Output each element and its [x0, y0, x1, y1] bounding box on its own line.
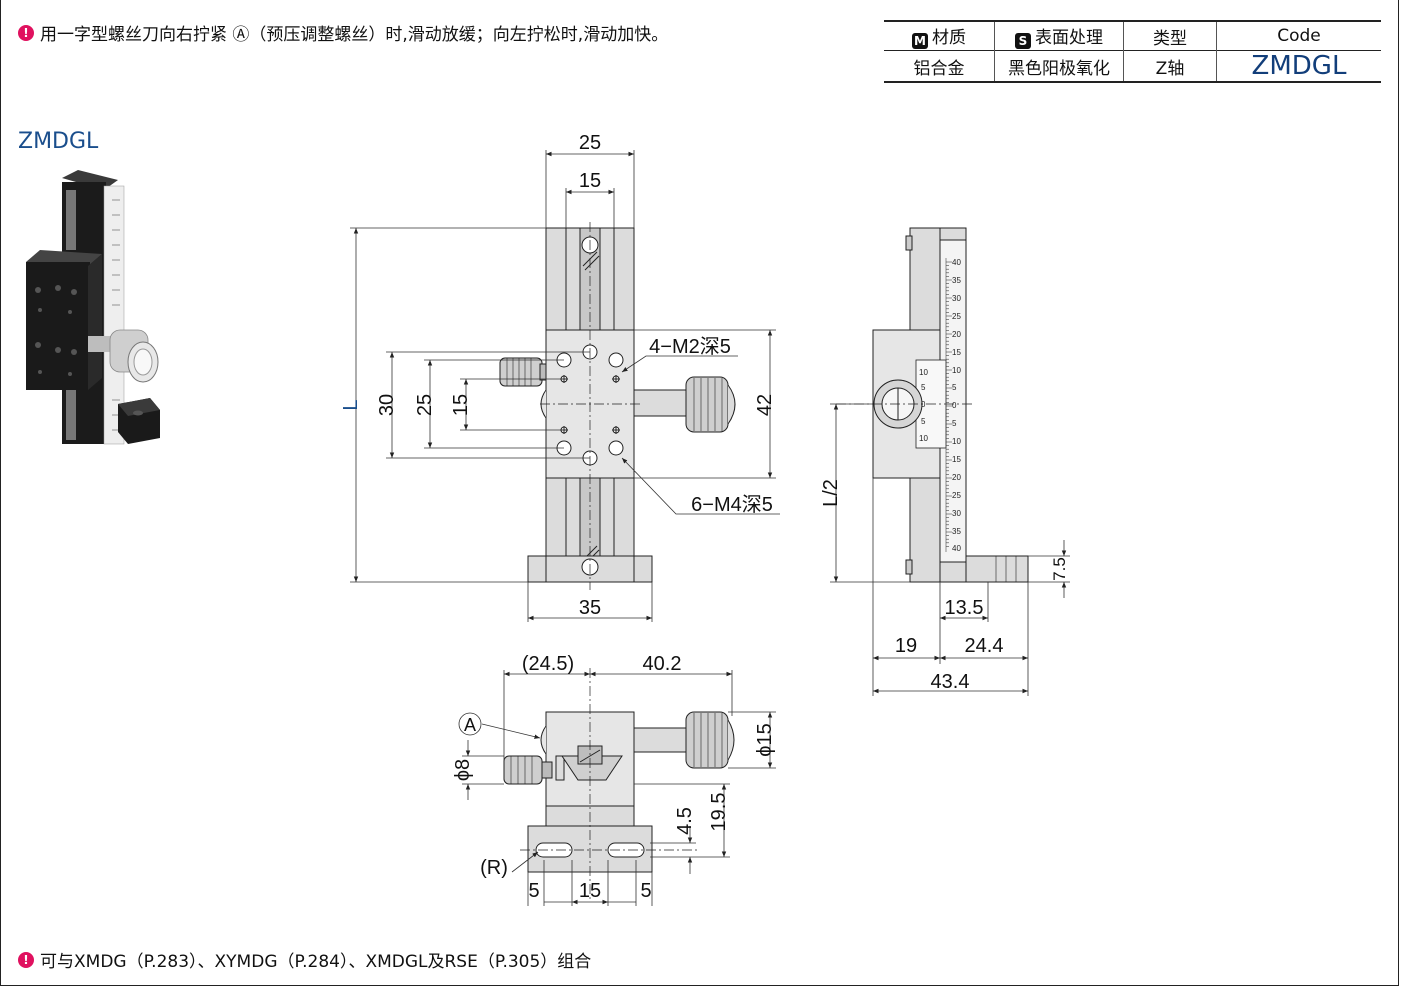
note-top-text: 用一字型螺丝刀向右拧紧 Ⓐ（预压调整螺丝）时,滑动放缓；向左拧松时,滑动加快。 [40, 25, 669, 45]
svg-text:20: 20 [952, 473, 961, 482]
page-frame [0, 0, 1399, 986]
material-icon: M [912, 33, 928, 49]
svg-text:35: 35 [952, 276, 961, 285]
dim-5-left: 5 [528, 880, 539, 902]
svg-text:5: 5 [952, 383, 957, 392]
dim-5-right: 5 [640, 880, 651, 902]
svg-text:40: 40 [952, 258, 961, 267]
svg-text:15: 15 [952, 348, 961, 357]
dim-13-5: 13.5 [945, 597, 984, 619]
svg-text:10: 10 [952, 366, 961, 375]
product-photo [26, 170, 160, 445]
dim-30: 30 [376, 394, 398, 416]
mark-R: (R) [480, 857, 508, 879]
dim-24-4: 24.4 [965, 635, 1004, 657]
dim-42: 42 [754, 394, 776, 416]
dim-height-L: L [340, 399, 362, 410]
svg-text:0: 0 [952, 401, 957, 410]
dim-base-35: 35 [579, 597, 601, 619]
dim-43-4: 43.4 [931, 671, 970, 693]
exclamation-icon: ! [18, 24, 34, 41]
side-dimensions [830, 403, 1070, 696]
side-scale-labels: 40 35 30 25 20 15 10 5 0 5 10 15 20 25 3… [919, 258, 961, 553]
spec-surface: 黑色阳极氧化 [994, 50, 1124, 82]
front-dimension-labels: 25 15 L 30 25 15 42 35 4−M2深5 6−M4深5 [340, 132, 776, 619]
hole-note-m2: 4−M2深5 [649, 335, 731, 358]
product-label: ZMDGL [18, 129, 99, 154]
dim-15-slots: 15 [579, 880, 601, 902]
svg-text:30: 30 [952, 509, 961, 518]
note-bottom: ! 可与XMDG（P.283）、XYMDG（P.284）、XMDGL及RSE（P… [18, 947, 591, 972]
dim-19-5: 19.5 [708, 793, 730, 832]
spec-header-type: 类型 [1123, 21, 1217, 51]
surface-icon: S [1015, 33, 1031, 49]
front-view [499, 222, 736, 590]
dim-phi-8: ϕ8 [452, 759, 474, 781]
side-dimension-labels: L/2 7.5 13.5 19 24.4 43.4 [820, 479, 1069, 693]
svg-text:25: 25 [952, 312, 961, 321]
svg-text:15: 15 [952, 455, 961, 464]
top-dimensions [462, 670, 776, 906]
svg-text:10: 10 [952, 437, 961, 446]
dim-width-25: 25 [579, 132, 601, 154]
mark-A: A [464, 715, 476, 735]
svg-text:25: 25 [952, 491, 961, 500]
dim-40-2: 40.2 [643, 653, 682, 675]
dim-width-15: 15 [579, 170, 601, 192]
dim-25-vertical: 25 [414, 394, 436, 416]
svg-text:20: 20 [952, 330, 961, 339]
exclamation-icon: ! [18, 951, 34, 968]
dim-19: 19 [895, 635, 917, 657]
svg-text:5: 5 [921, 417, 926, 426]
side-view [836, 227, 1029, 583]
svg-text:10: 10 [919, 368, 928, 377]
dim-7-5: 7.5 [1050, 557, 1069, 581]
svg-text:5: 5 [952, 419, 957, 428]
spec-type: Z轴 [1123, 50, 1217, 82]
front-dimensions [350, 150, 780, 622]
svg-text:5: 5 [921, 383, 926, 392]
note-bottom-text: 可与XMDG（P.283）、XYMDG（P.284）、XMDGL及RSE（P.3… [40, 952, 592, 972]
svg-text:30: 30 [952, 294, 961, 303]
svg-text:10: 10 [919, 434, 928, 443]
dim-half-L: L/2 [820, 479, 842, 507]
hole-note-m4: 6−M4深5 [691, 493, 773, 516]
note-top: ! 用一字型螺丝刀向右拧紧 Ⓐ（预压调整螺丝）时,滑动放缓；向左拧松时,滑动加快… [18, 20, 668, 45]
spec-material: 铝合金 [913, 58, 965, 79]
spec-code: ZMDGL [1216, 50, 1381, 82]
dim-24-5: (24.5) [522, 653, 574, 675]
spec-header-code: Code [1216, 21, 1381, 51]
mark-a-circle [458, 712, 482, 736]
side-scale [945, 258, 952, 552]
dim-phi-15: ϕ15 [754, 723, 776, 756]
svg-text:35: 35 [952, 527, 961, 536]
svg-text:0: 0 [921, 400, 926, 409]
top-view [503, 668, 735, 902]
dim-15-vertical: 15 [450, 394, 472, 416]
svg-text:40: 40 [952, 544, 961, 553]
top-dimension-labels: (24.5) 40.2 A ϕ15 ϕ8 4.5 19.5 (R) 5 15 5 [452, 653, 776, 902]
dim-4-5: 4.5 [674, 807, 696, 835]
